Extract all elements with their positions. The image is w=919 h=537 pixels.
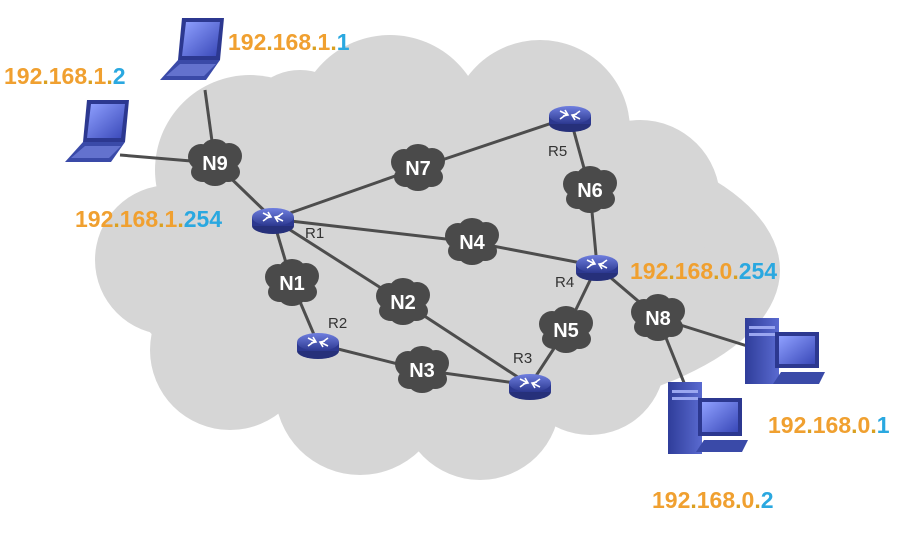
network-cloud-n2: N2	[376, 278, 430, 325]
ip-address-label: 192.168.0.2	[652, 487, 774, 513]
ip-dot: .	[113, 206, 119, 232]
network-cloud-n6: N6	[563, 166, 617, 213]
laptop-icon	[160, 18, 224, 80]
ip-octet: 192	[768, 412, 806, 438]
ip-host-octet: 1	[337, 29, 350, 55]
network-label: N8	[645, 308, 671, 330]
ip-host-octet: 1	[877, 412, 890, 438]
ip-octet: 0	[858, 412, 871, 438]
ip-dot: .	[713, 258, 719, 284]
laptop-icon	[65, 100, 129, 162]
router-icon	[549, 106, 591, 132]
ip-dot: .	[754, 487, 760, 513]
ip-dot: .	[311, 29, 317, 55]
router-r1: R1	[252, 208, 324, 242]
ip-octet: 168	[813, 412, 852, 438]
network-cloud-n4: N4	[445, 218, 499, 265]
ip-octet: 0	[742, 487, 755, 513]
ip-octet: 1	[165, 206, 178, 232]
ip-address-label: 192.168.1.1	[228, 29, 350, 55]
router-icon	[509, 374, 551, 400]
router-icon	[252, 208, 294, 234]
ip-octet: 168	[120, 206, 159, 232]
router-icon	[297, 333, 339, 359]
router-icon	[576, 255, 618, 281]
link-r1-n7	[272, 166, 419, 221]
ip-dot: .	[87, 63, 93, 89]
network-cloud-n9: N9	[188, 139, 242, 186]
ip-octet: 168	[697, 487, 736, 513]
router-r3: R3	[509, 350, 551, 400]
ip-octet: 192	[75, 206, 113, 232]
desktop-pc-icon	[745, 318, 825, 384]
ip-dot: .	[42, 63, 48, 89]
ip-octet: 168	[273, 29, 312, 55]
network-label: N5	[553, 320, 579, 342]
router-label: R2	[328, 315, 347, 332]
network-cloud-n7: N7	[391, 144, 445, 191]
router-r2: R2	[297, 315, 347, 359]
ip-dot: .	[266, 29, 272, 55]
ip-dot: .	[870, 412, 876, 438]
ip-octet: 192	[228, 29, 266, 55]
network-cloud-n5: N5	[539, 306, 593, 353]
router-label: R1	[305, 225, 324, 242]
ip-host-octet: 254	[184, 206, 223, 232]
link-r1-n4	[272, 217, 473, 244]
ip-dot: .	[177, 206, 183, 232]
network-label: N7	[405, 158, 431, 180]
network-label: N4	[459, 232, 485, 254]
ip-host-octet: 2	[113, 63, 126, 89]
ip-labels: 192.168.1.1192.168.1.2192.168.1.254192.1…	[4, 29, 890, 513]
ip-octet: 168	[675, 258, 714, 284]
ip-dot: .	[330, 29, 336, 55]
network-label: N1	[279, 273, 305, 295]
ip-dot: .	[690, 487, 696, 513]
network-cloud-n1: N1	[265, 259, 319, 306]
network-cloud-n8: N8	[631, 294, 685, 341]
ip-host-octet: 2	[761, 487, 774, 513]
network-label: N9	[202, 153, 228, 175]
ip-octet: 1	[94, 63, 107, 89]
ip-octet: 192	[652, 487, 690, 513]
ip-octet: 168	[49, 63, 88, 89]
ip-address-label: 192.168.0.1	[768, 412, 890, 438]
ip-octet: 192	[4, 63, 42, 89]
network-label: N6	[577, 180, 603, 202]
ip-dot: .	[668, 258, 674, 284]
router-label: R4	[555, 274, 574, 291]
router-label: R5	[548, 143, 567, 160]
ip-dot: .	[106, 63, 112, 89]
ip-octet: 192	[630, 258, 668, 284]
ip-dot: .	[732, 258, 738, 284]
ip-dot: .	[158, 206, 164, 232]
network-label: N3	[409, 360, 435, 382]
ip-dot: .	[735, 487, 741, 513]
router-r5: R5	[548, 106, 591, 160]
ip-address-label: 192.168.1.254	[75, 206, 222, 232]
ip-address-label: 192.168.1.2	[4, 63, 126, 89]
desktop-pc-icon	[668, 382, 748, 454]
ip-dot: .	[806, 412, 812, 438]
router-r4: R4	[555, 255, 618, 291]
network-cloud-n3: N3	[395, 346, 449, 393]
router-label: R3	[513, 350, 532, 367]
ip-octet: 1	[318, 29, 331, 55]
ip-dot: .	[851, 412, 857, 438]
network-label: N2	[390, 292, 416, 314]
ip-address-label: 192.168.0.254	[630, 258, 777, 284]
ip-host-octet: 254	[739, 258, 778, 284]
ip-octet: 0	[720, 258, 733, 284]
